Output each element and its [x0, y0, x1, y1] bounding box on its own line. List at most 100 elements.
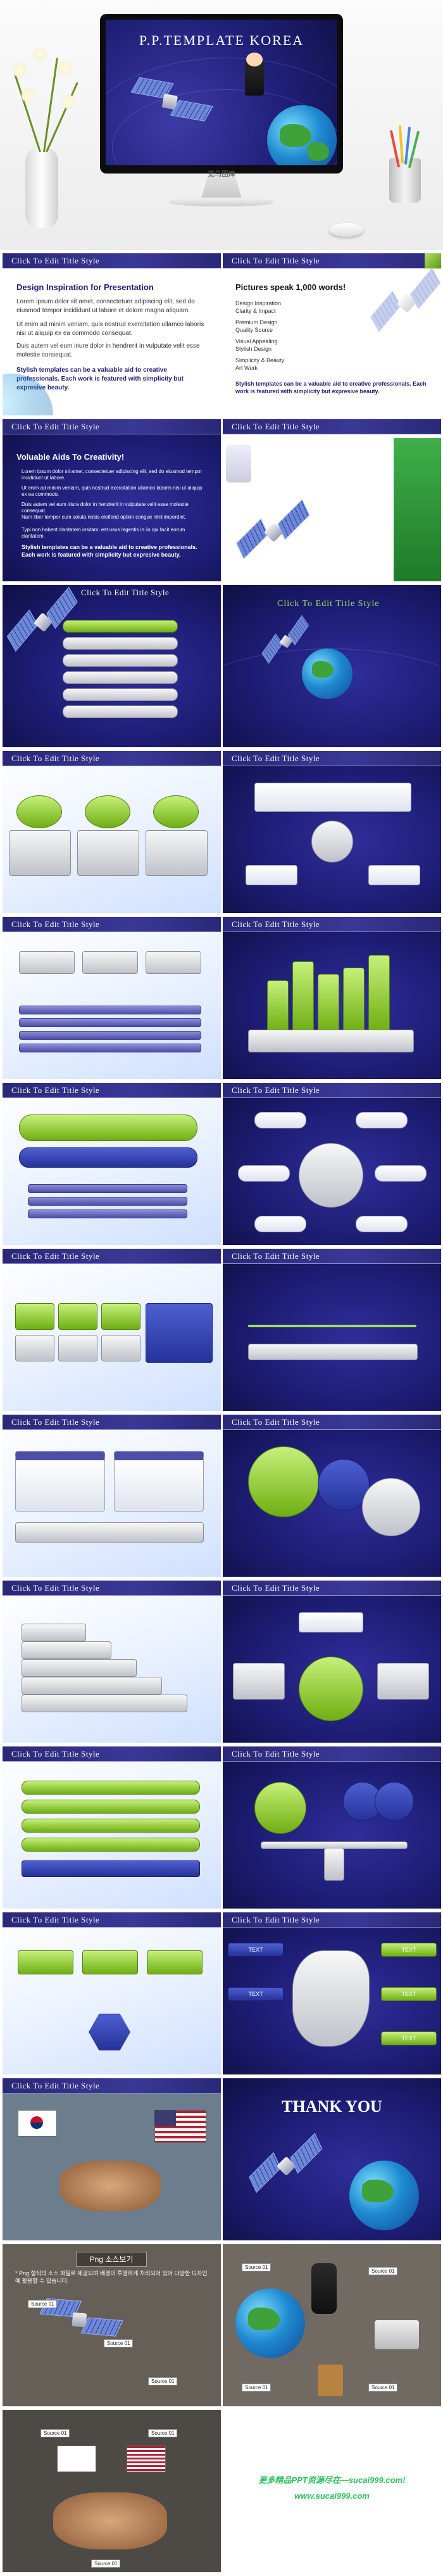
slide-earth[interactable]: Click To Edit Title Style: [223, 585, 441, 747]
purple-bar[interactable]: [19, 1044, 201, 1052]
top-box[interactable]: [18, 1950, 73, 1974]
stack-box[interactable]: [146, 830, 208, 876]
top-box[interactable]: [147, 1950, 203, 1974]
source-tag[interactable]: Source 01: [148, 2429, 178, 2437]
slide-two-panels[interactable]: Click To Edit Title Style: [3, 1415, 221, 1577]
text-tag[interactable]: TEXT: [228, 1943, 284, 1957]
slide-text-1[interactable]: Click To Edit Title Style Design Inspira…: [3, 253, 221, 415]
layer-bar[interactable]: [22, 1819, 200, 1833]
hub-box[interactable]: [254, 1112, 306, 1128]
list-bar[interactable]: [63, 654, 178, 667]
slide-org[interactable]: Click To Edit Title Style: [223, 1581, 441, 1743]
slide-text-2[interactable]: Click To Edit Title Style Pictures speak…: [223, 253, 441, 415]
purple-bar[interactable]: [19, 1018, 201, 1027]
grid-box[interactable]: [58, 1335, 97, 1361]
base-bar[interactable]: [22, 1860, 200, 1877]
slide-capsules[interactable]: Click To Edit Title Style: [3, 1083, 221, 1245]
slide-korea-map[interactable]: Click To Edit Title Style TEXT TEXT TEXT…: [223, 1912, 441, 2074]
slide-timeline[interactable]: Click To Edit Title Style: [223, 1249, 441, 1411]
slide-stairs[interactable]: Click To Edit Title Style: [3, 1581, 221, 1743]
top-box[interactable]: [19, 951, 75, 974]
hub-box[interactable]: [356, 1112, 408, 1128]
bottom-bar[interactable]: [15, 1522, 204, 1543]
ad-url[interactable]: www.sucai999.com: [294, 2491, 370, 2501]
grid-box[interactable]: [15, 1335, 54, 1361]
stair-step[interactable]: [22, 1695, 187, 1712]
hub-box[interactable]: [375, 1165, 427, 1182]
hub-box[interactable]: [246, 865, 297, 885]
source-tag[interactable]: Source 01: [28, 2300, 58, 2308]
source-tag[interactable]: Source 01: [368, 2267, 398, 2275]
slide-png-source[interactable]: Png 소스보기 * Png 형식의 소스 파일로 제공되며 배경이 투명하게 …: [3, 2244, 221, 2406]
top-box[interactable]: [82, 951, 138, 974]
hub-box[interactable]: [356, 1216, 408, 1232]
org-box[interactable]: [377, 1663, 429, 1700]
layer-bar[interactable]: [22, 1800, 200, 1814]
stack-box[interactable]: [9, 830, 71, 876]
purple-bar[interactable]: [19, 1006, 201, 1014]
stair-step[interactable]: [22, 1641, 111, 1659]
list-bar[interactable]: [63, 637, 178, 650]
grid-box[interactable]: [58, 1303, 97, 1330]
list-bar[interactable]: [63, 705, 178, 718]
text-tag[interactable]: TEXT: [228, 1987, 284, 2001]
purple-bar[interactable]: [19, 1031, 201, 1040]
slide-satellite-list[interactable]: Click To Edit Title Style: [3, 585, 221, 747]
source-tag[interactable]: Source 01: [41, 2429, 70, 2437]
source-tag[interactable]: Source 01: [91, 2560, 121, 2568]
slide-handshake[interactable]: Click To Edit Title Style: [3, 2078, 221, 2240]
stair-step[interactable]: [22, 1659, 137, 1677]
source-tag[interactable]: Source 01: [148, 2377, 178, 2385]
source-tag[interactable]: Source 01: [242, 2383, 271, 2392]
slide-cylinders[interactable]: Click To Edit Title Style: [223, 917, 441, 1079]
stair-step[interactable]: [22, 1677, 162, 1695]
blue-capsule[interactable]: [19, 1147, 197, 1168]
slide-thankyou[interactable]: THANK YOU: [223, 2078, 441, 2240]
slide-balance[interactable]: Click To Edit Title Style: [223, 1746, 441, 1909]
slide-hub[interactable]: Click To Edit Title Style: [223, 751, 441, 913]
purple-bar[interactable]: [28, 1209, 187, 1218]
text-tag[interactable]: TEXT: [381, 1943, 437, 1957]
content-panel[interactable]: [114, 1451, 204, 1512]
top-box[interactable]: [146, 951, 201, 974]
slide-text-3[interactable]: Click To Edit Title Style Voluable Aids …: [3, 419, 221, 581]
slide-advertisement[interactable]: 更多精品PPT资源尽在—sucai999.com! www.sucai999.c…: [223, 2410, 441, 2572]
slide-gear-hub[interactable]: Click To Edit Title Style: [223, 1083, 441, 1245]
list-bar[interactable]: [63, 620, 178, 633]
org-box[interactable]: [299, 1612, 363, 1632]
stair-step[interactable]: [22, 1624, 86, 1641]
top-box[interactable]: [82, 1950, 138, 1974]
source-tag[interactable]: Source 01: [242, 2263, 271, 2271]
slide-picture-1[interactable]: Click To Edit Title Style: [223, 419, 441, 581]
slide-hexagon[interactable]: Click To Edit Title Style: [3, 1912, 221, 2074]
slide-layers[interactable]: Click To Edit Title Style: [3, 1746, 221, 1909]
list-bar[interactable]: [63, 671, 178, 684]
green-capsule[interactable]: [19, 1114, 197, 1141]
slide-grid[interactable]: Click To Edit Title Style: [3, 1249, 221, 1411]
hub-box[interactable]: [368, 865, 420, 885]
hub-box[interactable]: [254, 1216, 306, 1232]
stack-box[interactable]: [77, 830, 139, 876]
grid-box[interactable]: [15, 1303, 54, 1330]
layer-bar[interactable]: [22, 1838, 200, 1852]
content-panel[interactable]: [15, 1451, 105, 1512]
purple-bar[interactable]: [28, 1184, 187, 1193]
ad-line-1[interactable]: 更多精品PPT资源尽在—sucai999.com!: [258, 2475, 406, 2485]
purple-bar[interactable]: [28, 1197, 187, 1206]
slide-bars[interactable]: Click To Edit Title Style: [3, 917, 221, 1079]
slide-handshake-source[interactable]: Source 01 Source 01 Source 01: [3, 2410, 221, 2572]
hexagon[interactable]: [89, 2014, 130, 2050]
slide-clipart[interactable]: Source 01 Source 01 Source 01 Source 01: [223, 2244, 441, 2406]
hub-box[interactable]: [238, 1165, 290, 1182]
source-tag[interactable]: Source 01: [368, 2383, 398, 2392]
slide-gears[interactable]: Click To Edit Title Style: [223, 1415, 441, 1577]
top-panel[interactable]: [254, 783, 411, 812]
layer-bar[interactable]: [22, 1781, 200, 1795]
grid-box[interactable]: [101, 1303, 140, 1330]
text-tag[interactable]: TEXT: [381, 1987, 437, 2001]
source-tag[interactable]: Source 01: [104, 2339, 134, 2347]
slide-3-columns[interactable]: Click To Edit Title Style: [3, 751, 221, 913]
grid-box[interactable]: [101, 1335, 140, 1361]
blue-panel[interactable]: [146, 1303, 213, 1363]
text-tag[interactable]: TEXT: [381, 2031, 437, 2045]
